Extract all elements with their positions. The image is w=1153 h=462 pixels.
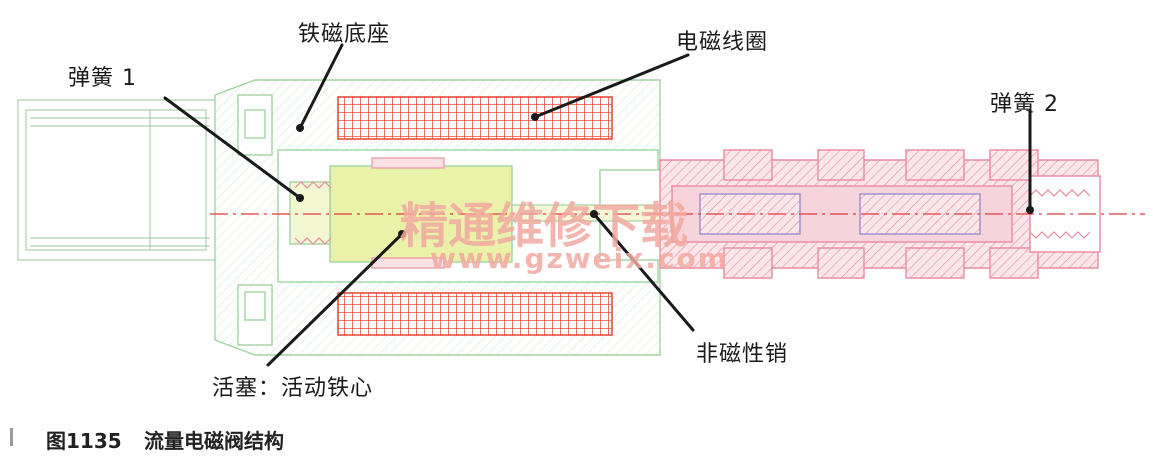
label-spring-2: 弹簧 2 bbox=[990, 92, 1059, 117]
watermark-cn: 精通维修下载 bbox=[400, 198, 689, 254]
leader-pin bbox=[592, 212, 695, 332]
spring-2 bbox=[1029, 189, 1091, 239]
watermark-url: www.gzweix.com bbox=[430, 242, 729, 275]
caption-marker bbox=[10, 428, 13, 446]
label-electromagnetic-coil: 电磁线圈 bbox=[676, 30, 769, 55]
label-spring-1: 弹簧 1 bbox=[68, 66, 137, 91]
leader-dots bbox=[296, 113, 1034, 238]
leader-lines bbox=[163, 43, 1032, 367]
leader-spring1 bbox=[163, 96, 302, 200]
leader-coil bbox=[533, 53, 690, 119]
label-ferromagnetic-base: 铁磁底座 bbox=[298, 22, 391, 47]
label-piston-core: 活塞：活动铁心 bbox=[212, 376, 374, 401]
leader-piston bbox=[266, 232, 404, 367]
figure-title: 流量电磁阀结构 bbox=[144, 429, 284, 453]
label-non-magnetic-pin: 非磁性销 bbox=[696, 342, 789, 367]
leader-base bbox=[298, 43, 344, 130]
connector-housing bbox=[17, 99, 240, 261]
figure-number: 图1135 bbox=[46, 429, 122, 453]
spring-1 bbox=[294, 181, 332, 245]
